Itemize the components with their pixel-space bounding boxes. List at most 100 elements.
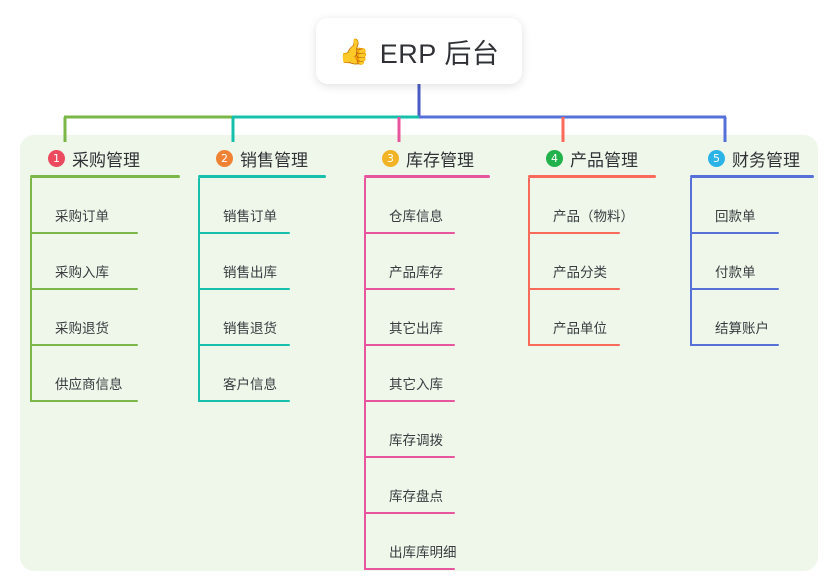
- leaf-node-rule: [528, 288, 620, 290]
- branch-2: 2 销售管理销售订单销售出库销售退货客户信息: [198, 146, 326, 402]
- branch-badge-5: 5: [708, 149, 725, 167]
- branch-header-4[interactable]: 4 产品管理: [528, 146, 656, 170]
- branch-spine-5: [690, 178, 692, 346]
- branch-rule-2: [198, 175, 326, 178]
- branch-title-2: 销售管理: [240, 150, 308, 170]
- leaf-node-label: 采购退货: [55, 321, 109, 336]
- leaf-node[interactable]: 产品（物料）: [528, 178, 656, 234]
- leaf-node-rule: [364, 288, 455, 290]
- leaf-node-rule: [690, 344, 779, 346]
- branch-title-3: 库存管理: [406, 150, 474, 170]
- branch-items-4: 产品（物料） 产品分类产品单位: [528, 178, 656, 346]
- leaf-node[interactable]: 其它出库: [364, 290, 490, 346]
- leaf-node-label: 其它出库: [389, 321, 443, 336]
- leaf-node-rule: [198, 344, 290, 346]
- leaf-node-rule: [364, 456, 455, 458]
- leaf-node[interactable]: 结算账户: [690, 290, 814, 346]
- leaf-node-rule: [690, 232, 779, 234]
- leaf-node[interactable]: 库存盘点: [364, 458, 490, 514]
- branch-title-1: 采购管理: [72, 150, 140, 170]
- leaf-node-label: 库存调拨: [389, 433, 443, 448]
- branch-rule-5: [690, 175, 814, 178]
- leaf-node-label: 付款单: [715, 265, 756, 280]
- leaf-node-label: 仓库信息: [389, 209, 443, 224]
- branch-badge-1: 1: [48, 149, 65, 167]
- branch-badge-4: 4: [546, 149, 563, 167]
- leaf-node-label: 销售订单: [223, 209, 277, 224]
- branch-spine-1: [30, 178, 32, 402]
- branch-rule-1: [30, 175, 180, 178]
- leaf-node[interactable]: 库存调拨: [364, 402, 490, 458]
- branch-rule-4: [528, 175, 656, 178]
- leaf-node-rule: [364, 512, 455, 514]
- branch-header-2[interactable]: 2 销售管理: [198, 146, 326, 170]
- branch-items-3: 仓库信息产品库存其它出库其它入库库存调拨库存盘点出库库明细: [364, 178, 490, 570]
- thumbs-up-icon: 👍: [338, 36, 370, 66]
- branch-5: 5 财务管理回款单付款单结算账户: [690, 146, 814, 346]
- leaf-node-rule: [528, 232, 620, 234]
- branch-spine-4: [528, 178, 530, 346]
- branches-panel: [20, 135, 818, 571]
- branch-items-1: 采购订单采购入库采购退货供应商信息: [30, 178, 180, 402]
- leaf-node-rule: [198, 232, 290, 234]
- leaf-node[interactable]: 销售出库: [198, 234, 326, 290]
- branch-title-5: 财务管理: [732, 150, 800, 170]
- leaf-node-label: 产品（物料）: [553, 209, 634, 224]
- leaf-node-rule: [30, 400, 138, 402]
- leaf-node-rule: [30, 344, 138, 346]
- leaf-node[interactable]: 产品单位: [528, 290, 656, 346]
- leaf-node-label: 产品库存: [389, 265, 443, 280]
- leaf-node[interactable]: 付款单: [690, 234, 814, 290]
- leaf-node-label: 采购入库: [55, 265, 109, 280]
- branch-1: 1 采购管理采购订单采购入库采购退货供应商信息: [30, 146, 180, 402]
- branch-header-1[interactable]: 1 采购管理: [30, 146, 180, 170]
- leaf-node[interactable]: 仓库信息: [364, 178, 490, 234]
- leaf-node-rule: [364, 344, 455, 346]
- leaf-node-rule: [30, 288, 138, 290]
- branch-badge-2: 2: [216, 149, 233, 167]
- leaf-node[interactable]: 出库库明细: [364, 514, 490, 570]
- branch-header-3[interactable]: 3 库存管理: [364, 146, 490, 170]
- leaf-node[interactable]: 供应商信息: [30, 346, 180, 402]
- branch-items-5: 回款单付款单结算账户: [690, 178, 814, 346]
- branch-items-2: 销售订单销售出库销售退货客户信息: [198, 178, 326, 402]
- branch-spine-2: [198, 178, 200, 402]
- leaf-node-rule: [198, 400, 290, 402]
- leaf-node-label: 产品单位: [553, 321, 607, 336]
- branch-header-5[interactable]: 5 财务管理: [690, 146, 814, 170]
- leaf-node[interactable]: 采购入库: [30, 234, 180, 290]
- leaf-node[interactable]: 客户信息: [198, 346, 326, 402]
- leaf-node[interactable]: 产品库存: [364, 234, 490, 290]
- leaf-node-label: 供应商信息: [55, 377, 123, 392]
- leaf-node[interactable]: 采购订单: [30, 178, 180, 234]
- leaf-node-rule: [364, 400, 455, 402]
- branch-3: 3 库存管理仓库信息产品库存其它出库其它入库库存调拨库存盘点出库库明细: [364, 146, 490, 570]
- leaf-node-label: 客户信息: [223, 377, 277, 392]
- leaf-node[interactable]: 销售订单: [198, 178, 326, 234]
- leaf-node[interactable]: 回款单: [690, 178, 814, 234]
- branch-title-4: 产品管理: [570, 150, 638, 170]
- leaf-node[interactable]: 其它入库: [364, 346, 490, 402]
- root-node[interactable]: 👍 ERP 后台: [316, 18, 522, 84]
- root-node-label: ERP 后台: [379, 38, 500, 69]
- leaf-node-label: 回款单: [715, 209, 756, 224]
- leaf-node-label: 销售出库: [223, 265, 277, 280]
- leaf-node-label: 结算账户: [715, 321, 769, 336]
- leaf-node[interactable]: 产品分类: [528, 234, 656, 290]
- leaf-node[interactable]: 销售退货: [198, 290, 326, 346]
- leaf-node[interactable]: 采购退货: [30, 290, 180, 346]
- leaf-node-rule: [690, 288, 779, 290]
- leaf-node-rule: [364, 568, 455, 570]
- leaf-node-label: 其它入库: [389, 377, 443, 392]
- leaf-node-rule: [528, 344, 620, 346]
- branch-rule-3: [364, 175, 490, 178]
- leaf-node-label: 出库库明细: [389, 545, 457, 560]
- leaf-node-rule: [198, 288, 290, 290]
- leaf-node-rule: [364, 232, 455, 234]
- leaf-node-label: 销售退货: [223, 321, 277, 336]
- branch-badge-3: 3: [382, 149, 399, 167]
- branch-spine-3: [364, 178, 366, 570]
- leaf-node-label: 产品分类: [553, 265, 607, 280]
- leaf-node-rule: [30, 232, 138, 234]
